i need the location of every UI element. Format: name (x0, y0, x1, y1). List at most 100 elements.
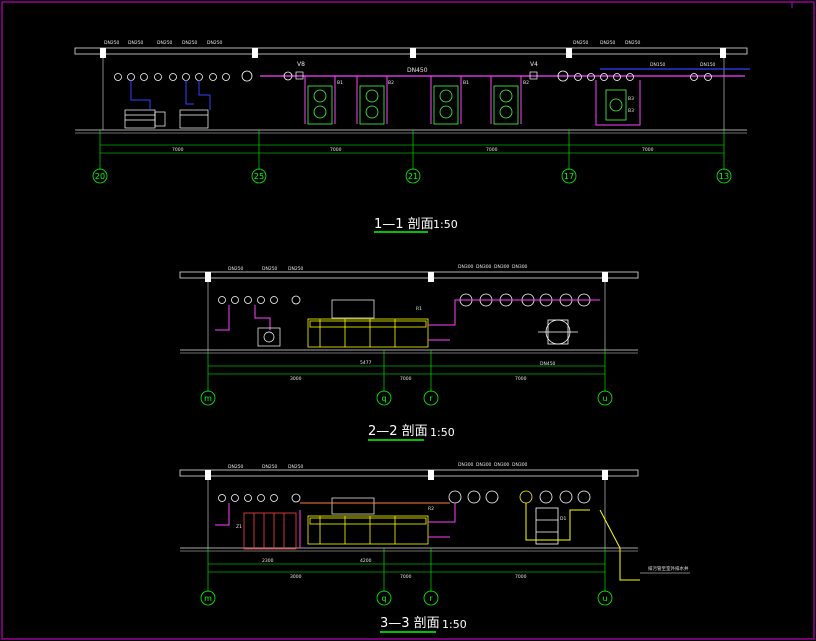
section-2-columns (205, 272, 608, 282)
svg-text:7000: 7000 (400, 574, 412, 580)
svg-text:DN250: DN250 (262, 464, 278, 470)
svg-text:7000: 7000 (642, 147, 654, 153)
svg-text:DN250: DN250 (262, 266, 278, 272)
section-3-equipment-labels: Z1 R2 D1 (236, 506, 566, 530)
section-2-pipes (215, 299, 600, 341)
svg-text:DN300: DN300 (494, 462, 510, 468)
svg-text:DN250: DN250 (573, 40, 589, 46)
svg-text:2300: 2300 (262, 558, 274, 564)
svg-text:DN300: DN300 (458, 462, 474, 468)
section-1-pump-label: B3 (628, 108, 634, 114)
section-1-pipe-labels: DN250 DN250 DN250 DN250 DN250 DN250 DN25… (104, 40, 716, 68)
section-2-equipment-label: R1 (416, 306, 422, 312)
section-1-columns (100, 48, 726, 58)
svg-text:DN300: DN300 (458, 264, 474, 270)
svg-text:DN250: DN250 (182, 40, 198, 46)
section-3-title: 3—3 剖面 (380, 616, 440, 631)
section-1-valve (529, 71, 538, 80)
svg-text:DN150: DN150 (650, 62, 666, 68)
svg-text:DN250: DN250 (600, 40, 616, 46)
section-2-pipe-labels: DN300 DN300 DN300 DN300 DN250 DN250 DN25… (228, 264, 528, 272)
section-3-boiler (535, 507, 559, 545)
section-2-bottom-pipe-label: DN450 (540, 361, 556, 367)
svg-text:DN150: DN150 (700, 62, 716, 68)
section-2-dimension-lines (207, 350, 606, 392)
svg-text:DN250: DN250 (228, 464, 244, 470)
svg-text:DN250: DN250 (128, 40, 144, 46)
svg-text:7000: 7000 (515, 376, 527, 382)
axis-label: q (381, 594, 386, 603)
svg-text:DN250: DN250 (228, 266, 244, 272)
section-1-valve (295, 71, 304, 80)
section-1-dimension-texts: 7000 7000 7000 7000 (172, 147, 654, 153)
svg-text:DN250: DN250 (157, 40, 173, 46)
axis-label: 13 (719, 172, 729, 181)
axis-label: 25 (254, 172, 264, 181)
axis-label: m (204, 394, 212, 403)
section-1-blue-connectors (130, 80, 211, 110)
svg-text:DN250: DN250 (288, 464, 304, 470)
svg-text:Z1: Z1 (236, 524, 242, 530)
axis-label: r (429, 594, 433, 603)
section-1-scale: 1:50 (433, 218, 458, 231)
section-1-pump-risers (304, 76, 641, 126)
section-3-pipes (215, 503, 456, 548)
section-3-axis-bubbles (200, 590, 613, 606)
svg-text:DN250: DN250 (288, 266, 304, 272)
axis-label: r (429, 394, 433, 403)
axis-label: 20 (95, 172, 105, 181)
svg-text:DN250: DN250 (104, 40, 120, 46)
svg-text:DN300: DN300 (512, 264, 528, 270)
section-1-valve-label: V4 (530, 61, 538, 68)
section-1-pump-label: B1 (337, 80, 343, 86)
section-1-axis-bubbles (92, 168, 732, 184)
section-2-boiler (538, 319, 578, 345)
section-3-scale: 1:50 (442, 618, 467, 631)
svg-text:5477: 5477 (360, 360, 372, 366)
section-2-heat-exchanger (307, 318, 429, 348)
section-1-pump-label: B2 (523, 80, 529, 86)
svg-text:D1: D1 (560, 516, 566, 522)
section-3-tank (331, 497, 375, 515)
svg-text:DN250: DN250 (625, 40, 641, 46)
svg-text:7000: 7000 (172, 147, 184, 153)
svg-text:3000: 3000 (290, 574, 302, 580)
svg-text:7000: 7000 (400, 376, 412, 382)
section-3-3: Z1 R2 D1 排污管至室外排水井 DN300 DN300 DN300 DN3… (179, 462, 690, 633)
section-2-title: 2—2 剖面 (368, 424, 428, 439)
axis-label: q (381, 394, 386, 403)
section-1-title: 1—1 剖面 (374, 217, 434, 232)
axis-label: 21 (408, 172, 418, 181)
section-3-pipe-circles (218, 490, 591, 504)
section-1-pump-label: B2 (388, 80, 394, 86)
section-3-heat-exchanger (307, 515, 429, 545)
section-3-dimension-lines (207, 548, 606, 592)
section-1-1: DN450 V8 V4 (74, 40, 750, 233)
svg-text:4200: 4200 (360, 558, 372, 564)
section-2-axis-bubbles (200, 390, 613, 406)
section-1-pipe-circles-right (557, 70, 712, 82)
svg-text:DN300: DN300 (476, 264, 492, 270)
section-1-main-pipe-label: DN450 (407, 67, 428, 74)
section-1-pump-label: B3 (628, 96, 634, 102)
section-2-ceiling (179, 271, 639, 279)
svg-text:7000: 7000 (515, 574, 527, 580)
svg-text:DN300: DN300 (512, 462, 528, 468)
section-2-2: R1 DN450 DN300 DN300 DN300 DN300 DN250 D… (179, 264, 639, 441)
section-1-dimension-lines (99, 130, 725, 170)
axis-label: 17 (564, 172, 574, 181)
section-1-motor-left (124, 109, 209, 129)
section-3-dimension-texts: 3000 7000 7000 2300 4200 (262, 558, 527, 580)
svg-text:DN300: DN300 (476, 462, 492, 468)
section-3-columns (205, 470, 608, 480)
axis-label: u (602, 594, 607, 603)
section-3-note: 排污管至室外排水井 (648, 565, 689, 572)
axis-label: m (204, 594, 212, 603)
section-2-tank (331, 299, 375, 319)
section-2-dimension-texts: 3000 7000 7000 5477 (290, 360, 527, 382)
axis-label: u (602, 394, 607, 403)
section-1-valve-label: V8 (297, 61, 305, 68)
svg-text:3000: 3000 (290, 376, 302, 382)
